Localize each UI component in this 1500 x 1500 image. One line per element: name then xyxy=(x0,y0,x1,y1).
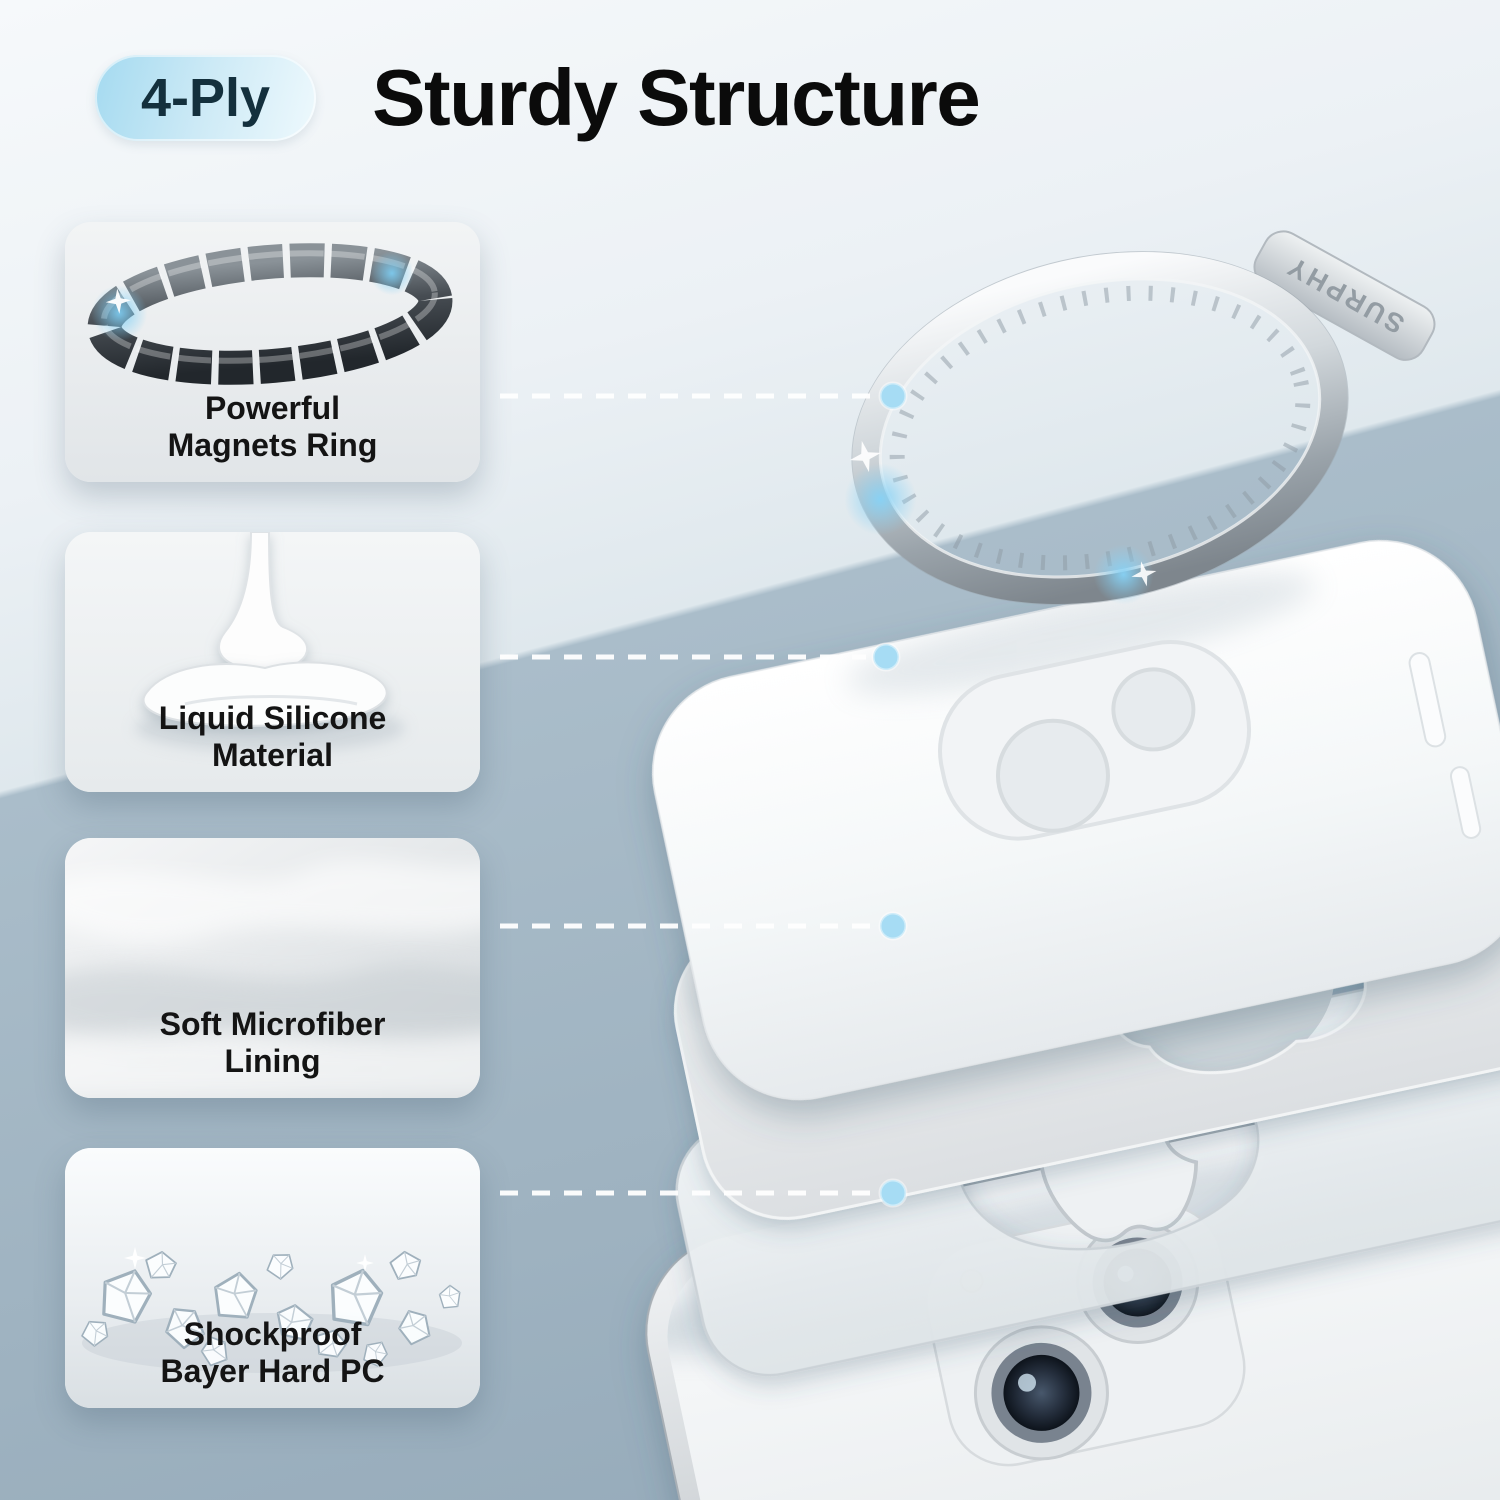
camera-lens xyxy=(973,1325,1109,1461)
liquid-silicone-illustration xyxy=(65,532,480,792)
feature-caption: Soft Microfiber Lining xyxy=(65,1006,480,1080)
feature-caption: Liquid Silicone Material xyxy=(65,700,480,774)
silicone-case-graphic xyxy=(651,539,1500,1101)
feature-caption: Powerful Magnets Ring xyxy=(65,390,480,464)
sparkle-icon xyxy=(849,440,881,473)
layer-shadow xyxy=(846,571,1316,694)
header: 4-Ply Sturdy Structure xyxy=(95,52,981,144)
caption-line: Material xyxy=(212,736,333,773)
caption-line: Magnets Ring xyxy=(167,426,378,463)
caption-line: Lining xyxy=(224,1042,321,1079)
camera-cutout xyxy=(938,640,1252,841)
magsafe-ring-graphic: SURPHY xyxy=(844,230,1436,605)
surphy-tab: SURPHY xyxy=(1253,230,1436,361)
caption-line: Soft Microfiber xyxy=(159,1005,386,1042)
connector-dot-liquid-silicone xyxy=(871,642,901,672)
caption-line: Liquid Silicone xyxy=(158,699,387,736)
connector-dot-hard-pc xyxy=(878,1178,908,1208)
feature-card-microfiber: Soft Microfiber Lining xyxy=(65,838,480,1098)
feature-card-magnets-ring: Powerful Magnets Ring xyxy=(65,222,480,482)
caption-line: Shockproof xyxy=(183,1315,362,1352)
case-side-button xyxy=(1449,766,1482,839)
lens-hole xyxy=(1111,667,1196,752)
caption-line: Bayer Hard PC xyxy=(160,1352,385,1389)
feature-caption: Shockproof Bayer Hard PC xyxy=(65,1316,480,1390)
ply-badge: 4-Ply xyxy=(95,55,317,141)
caption-line: Powerful xyxy=(204,389,341,426)
magnets-ring-illustration xyxy=(65,222,480,482)
blue-glint xyxy=(844,463,917,536)
case-side-button xyxy=(1408,652,1447,748)
feature-card-liquid-silicone: Liquid Silicone Material xyxy=(65,532,480,792)
feature-card-hard-pc: Shockproof Bayer Hard PC xyxy=(65,1148,480,1408)
sparkle-icon xyxy=(1131,561,1157,587)
microfiber-illustration xyxy=(65,838,480,1098)
page-title: Sturdy Structure xyxy=(372,53,981,142)
hard-pc-illustration xyxy=(65,1148,480,1408)
connector-dot-magnets-ring xyxy=(878,381,908,411)
blue-glint xyxy=(1093,544,1154,605)
connector-dot-microfiber xyxy=(878,911,908,941)
lens-hole xyxy=(995,718,1110,833)
